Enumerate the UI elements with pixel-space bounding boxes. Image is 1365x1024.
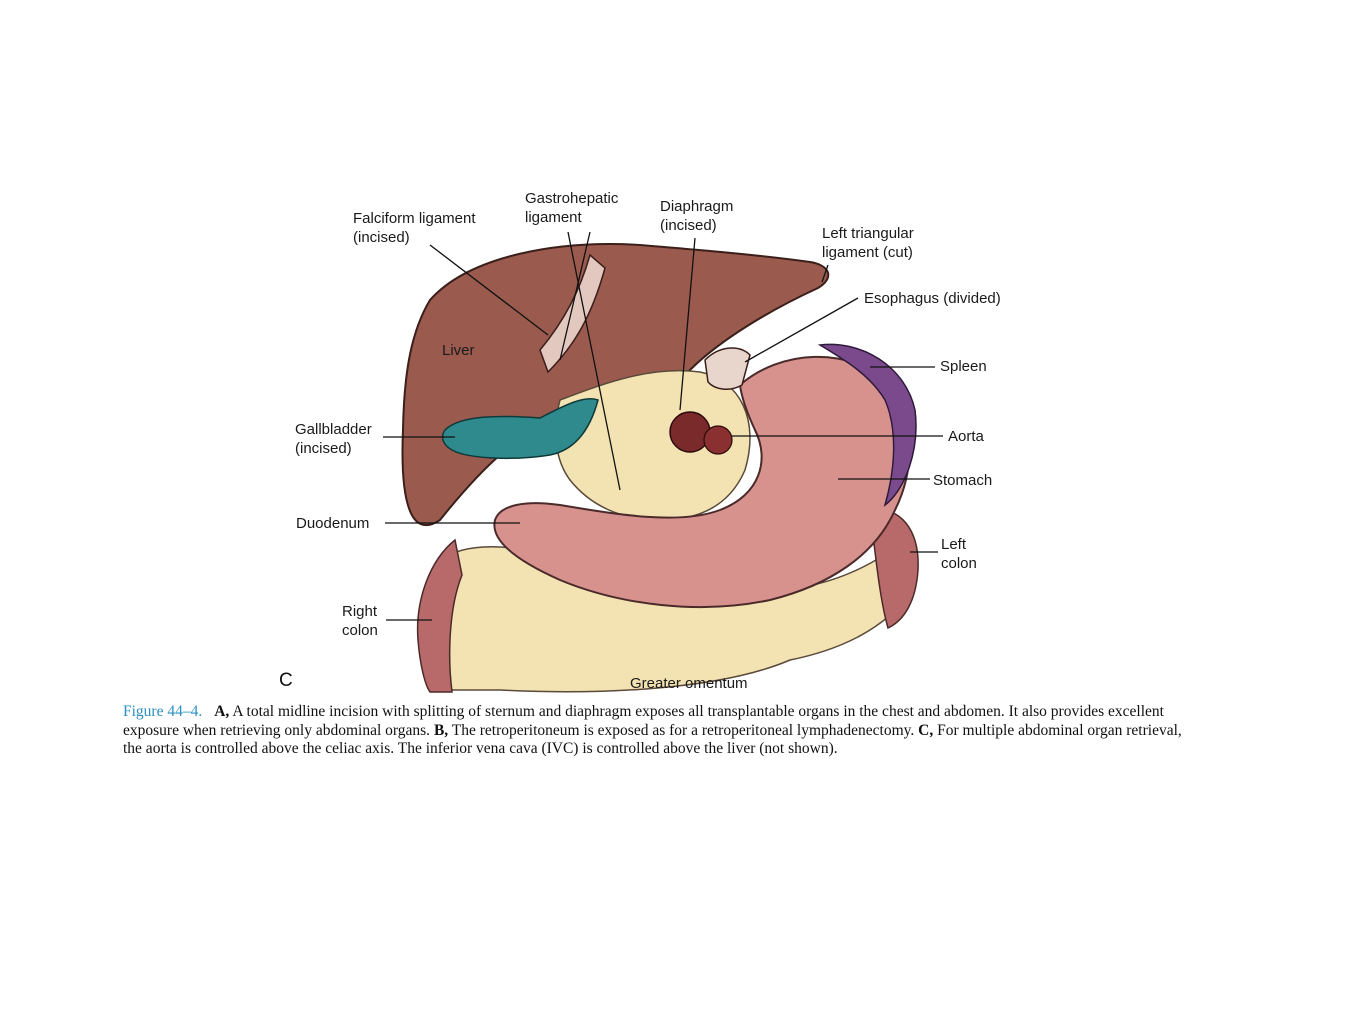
left-triangular-ligament-label: Left triangular ligament (cut) [822, 225, 914, 261]
gallbladder-shape [441, 398, 599, 459]
aorta-shape [669, 411, 733, 455]
left-colon-label: Left colon [941, 536, 977, 572]
leader-left-triangular [821, 264, 829, 283]
leader-gastrohepatic-2 [559, 231, 591, 361]
greater-omentum-label: Greater omentum [630, 675, 748, 692]
figure-caption: Figure 44–4. A, A total midline incision … [123, 703, 1183, 759]
caption-part-b-text: The retroperitoneum is exposed as for a … [448, 721, 919, 739]
left-colon-shape [869, 508, 919, 630]
liver-label: Liver [442, 342, 475, 359]
caption-part-c-text: For multiple abdominal organ retrieval, … [123, 721, 1182, 758]
esophagus-shape [704, 347, 751, 390]
leader-esophagus [744, 297, 859, 363]
leader-lines [383, 231, 943, 621]
lesser-omentum-shape [554, 369, 751, 521]
leader-falciform [429, 244, 549, 336]
spleen-shape [817, 343, 917, 507]
figure-number: Figure 44–4. [123, 703, 203, 720]
spleen-label: Spleen [940, 358, 987, 375]
leader-diaphragm [679, 237, 696, 411]
aorta-label: Aorta [948, 428, 984, 445]
caption-part-b-label: B, [433, 721, 449, 739]
diaphragm-label: Diaphragm (incised) [660, 198, 734, 234]
gallbladder-label: Gallbladder (incised) [295, 421, 372, 457]
caption-part-c-label: C, [918, 721, 934, 739]
right-colon-label: Right colon [342, 603, 378, 639]
panel-letter: C [279, 670, 293, 691]
gastrohepatic-ligament-label: Gastrohepatic ligament [525, 190, 619, 226]
caption-part-a-label: A, [214, 703, 230, 720]
duodenum-label: Duodenum [296, 515, 370, 532]
right-colon-shape [416, 538, 463, 693]
leader-gastrohepatic-1 [567, 231, 621, 491]
falciform-ligament-shape [539, 253, 606, 374]
esophagus-label: Esophagus (divided) [864, 290, 1001, 307]
caption-part-a-text: A total midline incision with splitting … [123, 703, 1164, 739]
falciform-ligament-label: Falciform ligament (incised) [353, 210, 476, 246]
stomach-label: Stomach [933, 472, 993, 489]
